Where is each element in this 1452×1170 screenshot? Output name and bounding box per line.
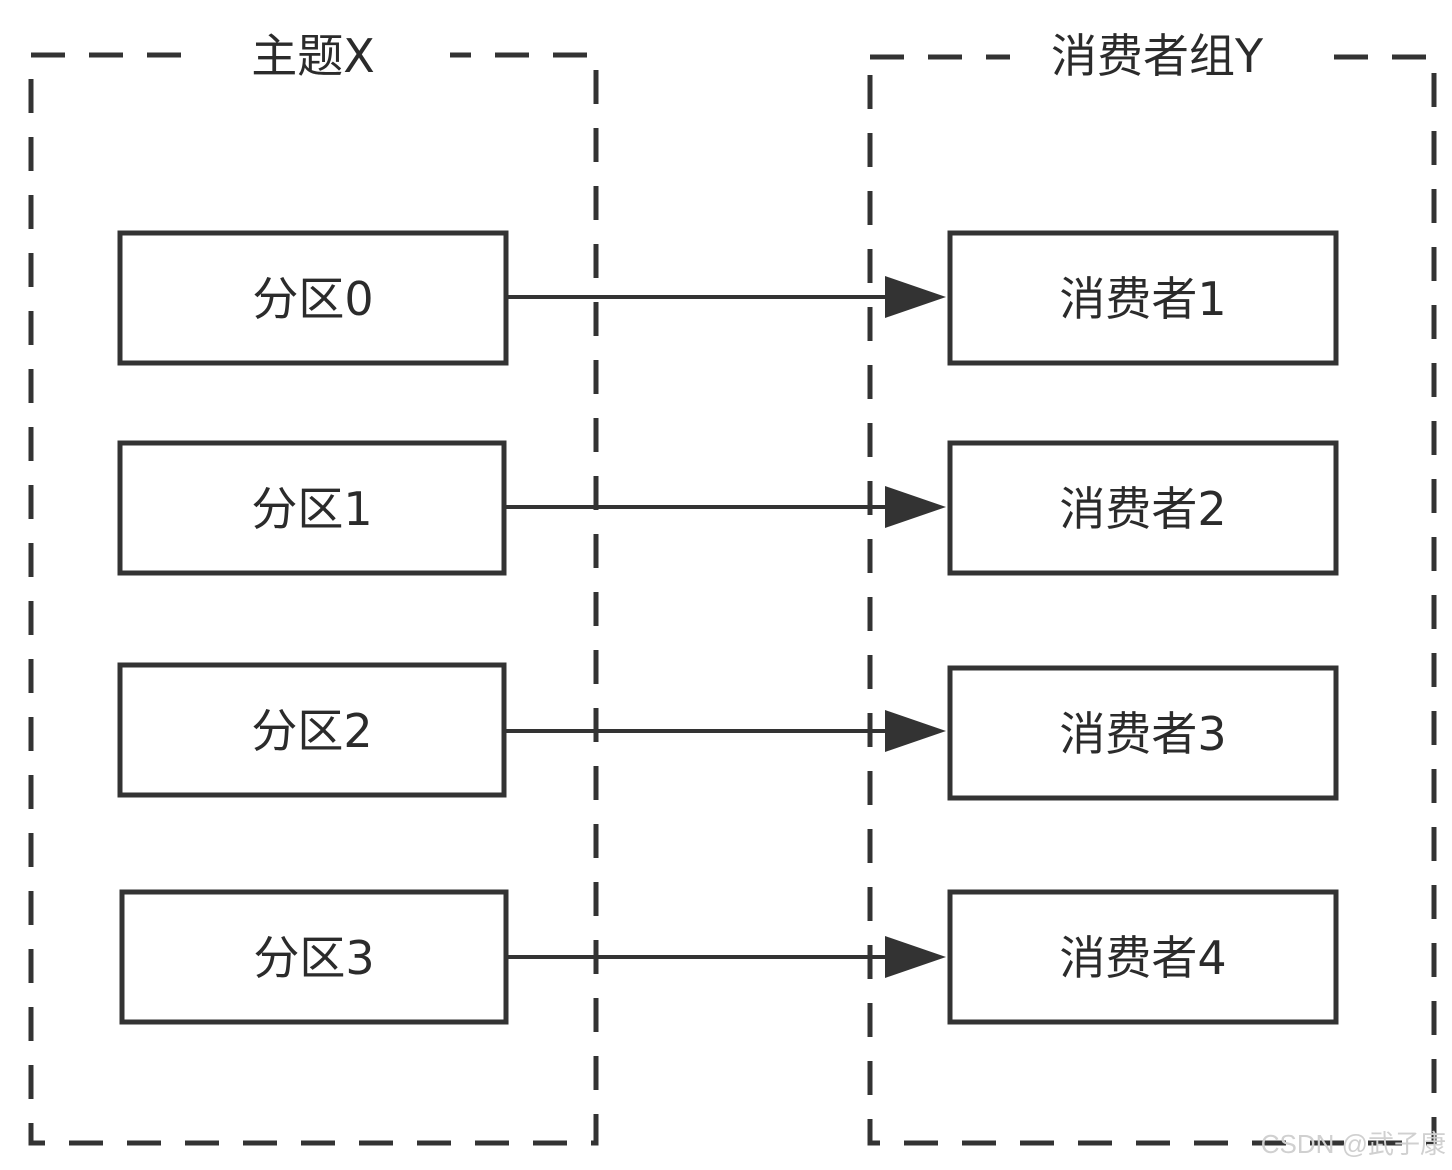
partition-label-1: 分区1 [251, 482, 372, 536]
topic-group-title: 主题X [251, 29, 375, 83]
topic-group-border [28, 52, 599, 1146]
consumer-box-1: 消费者1 [947, 230, 1339, 366]
consumer-label-1: 消费者1 [1059, 272, 1226, 326]
topic-group: 主题X [28, 29, 599, 1146]
consumer-box-4: 消费者4 [947, 889, 1339, 1025]
partition-box-1: 分区1 [117, 440, 507, 576]
partition-label-3: 分区3 [253, 931, 374, 985]
partition-box-3: 分区3 [119, 889, 509, 1025]
partition-label-2: 分区2 [251, 704, 372, 758]
consumer-box-3-rect [947, 665, 1339, 801]
arrow-1-head [885, 486, 946, 528]
consumer-group: 消费者组Y [867, 29, 1437, 1146]
consumer-label-2: 消费者2 [1059, 482, 1226, 536]
partition-box-0-rect [117, 230, 509, 366]
consumer-box-2-rect [947, 440, 1339, 576]
consumer-group-border [867, 54, 1437, 1146]
arrow-partition0-to-consumer1 [506, 276, 946, 318]
consumer-box-3: 消费者3 [947, 665, 1339, 801]
consumer-label-3: 消费者3 [1059, 707, 1226, 761]
arrow-0-head [885, 276, 946, 318]
watermark-text: CSDN @武子康 [1261, 1129, 1446, 1159]
arrow-3-head [885, 936, 946, 978]
arrow-2-head [885, 710, 946, 752]
consumer-box-4-rect [947, 889, 1339, 1025]
partition-box-0: 分区0 [117, 230, 509, 366]
arrow-partition1-to-consumer2 [504, 486, 946, 528]
consumer-box-2: 消费者2 [947, 440, 1339, 576]
partition-box-2-rect [117, 662, 507, 798]
consumer-group-title: 消费者组Y [1051, 29, 1264, 83]
consumer-title-gap [1010, 35, 1310, 80]
consumer-label-4: 消费者4 [1059, 931, 1226, 985]
arrow-partition3-to-consumer4 [506, 936, 946, 978]
partition-label-0: 分区0 [252, 272, 373, 326]
partition-box-2: 分区2 [117, 662, 507, 798]
topic-title-gap [185, 35, 450, 80]
arrow-partition2-to-consumer3 [504, 710, 946, 752]
consumer-box-1-rect [947, 230, 1339, 366]
